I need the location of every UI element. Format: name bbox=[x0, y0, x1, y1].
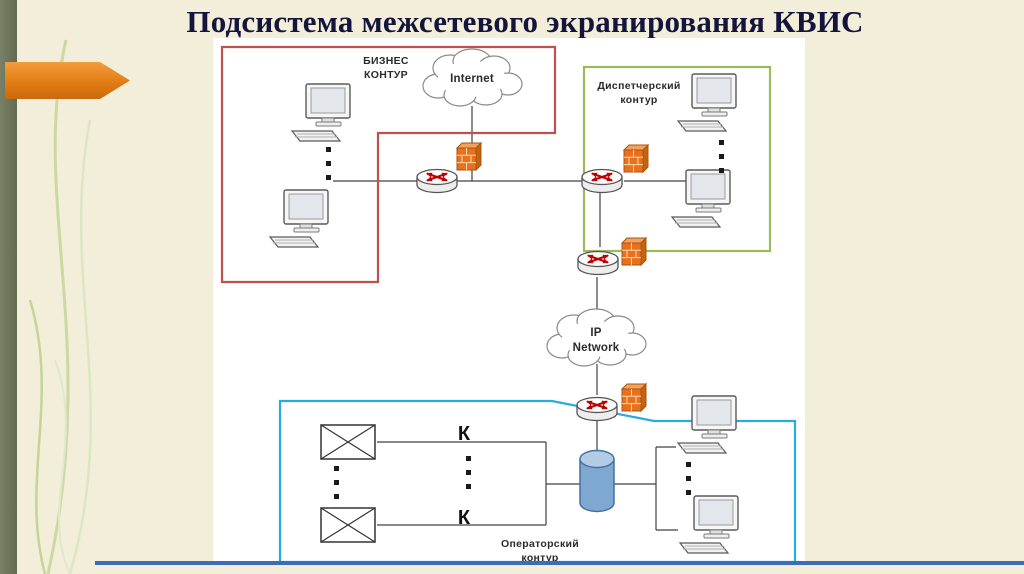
computer-icon bbox=[679, 495, 739, 554]
internet-label: Internet bbox=[450, 73, 494, 85]
orange-arrow-icon bbox=[5, 62, 130, 99]
dispatcher-contour-box bbox=[582, 65, 772, 253]
operator-contour-label: Операторский контур bbox=[500, 538, 580, 564]
router-icon bbox=[578, 252, 618, 275]
firewall-icon bbox=[623, 144, 649, 173]
firewall-icon bbox=[621, 237, 647, 266]
vertical-dots-icon bbox=[466, 456, 471, 489]
dispatcher-contour-label: Диспетчерский контур bbox=[597, 80, 681, 106]
router-icon bbox=[582, 170, 622, 193]
left-edge-bar bbox=[0, 0, 17, 574]
business-contour-box bbox=[220, 45, 557, 284]
switch-k-top-label: К bbox=[457, 423, 471, 445]
vertical-dots-icon bbox=[686, 462, 691, 495]
business-contour-label: БИЗНЕС КОНТУР bbox=[363, 55, 409, 81]
computer-icon bbox=[677, 73, 737, 132]
computer-icon bbox=[269, 189, 329, 248]
switch-k-bottom-label: К bbox=[457, 507, 471, 529]
router-icon bbox=[577, 398, 617, 421]
slide-title: Подсистема межсетевого экранирования КВИ… bbox=[186, 4, 864, 39]
crossed-box-icon bbox=[320, 424, 376, 460]
vertical-dots-icon bbox=[326, 147, 331, 180]
crossed-box-icon bbox=[320, 507, 376, 543]
vertical-dots-icon bbox=[334, 466, 339, 499]
firewall-icon bbox=[456, 142, 482, 171]
computer-icon bbox=[291, 83, 351, 142]
vertical-dots-icon bbox=[719, 140, 724, 173]
ip-network-label: IP Network bbox=[572, 327, 620, 354]
router-icon bbox=[417, 170, 457, 193]
connection-lines bbox=[333, 106, 686, 531]
computer-icon bbox=[671, 169, 731, 228]
computer-icon bbox=[677, 395, 737, 454]
bottom-accent-line bbox=[95, 561, 1024, 565]
firewall-icon bbox=[621, 383, 647, 412]
server-cylinder-icon bbox=[579, 449, 615, 513]
